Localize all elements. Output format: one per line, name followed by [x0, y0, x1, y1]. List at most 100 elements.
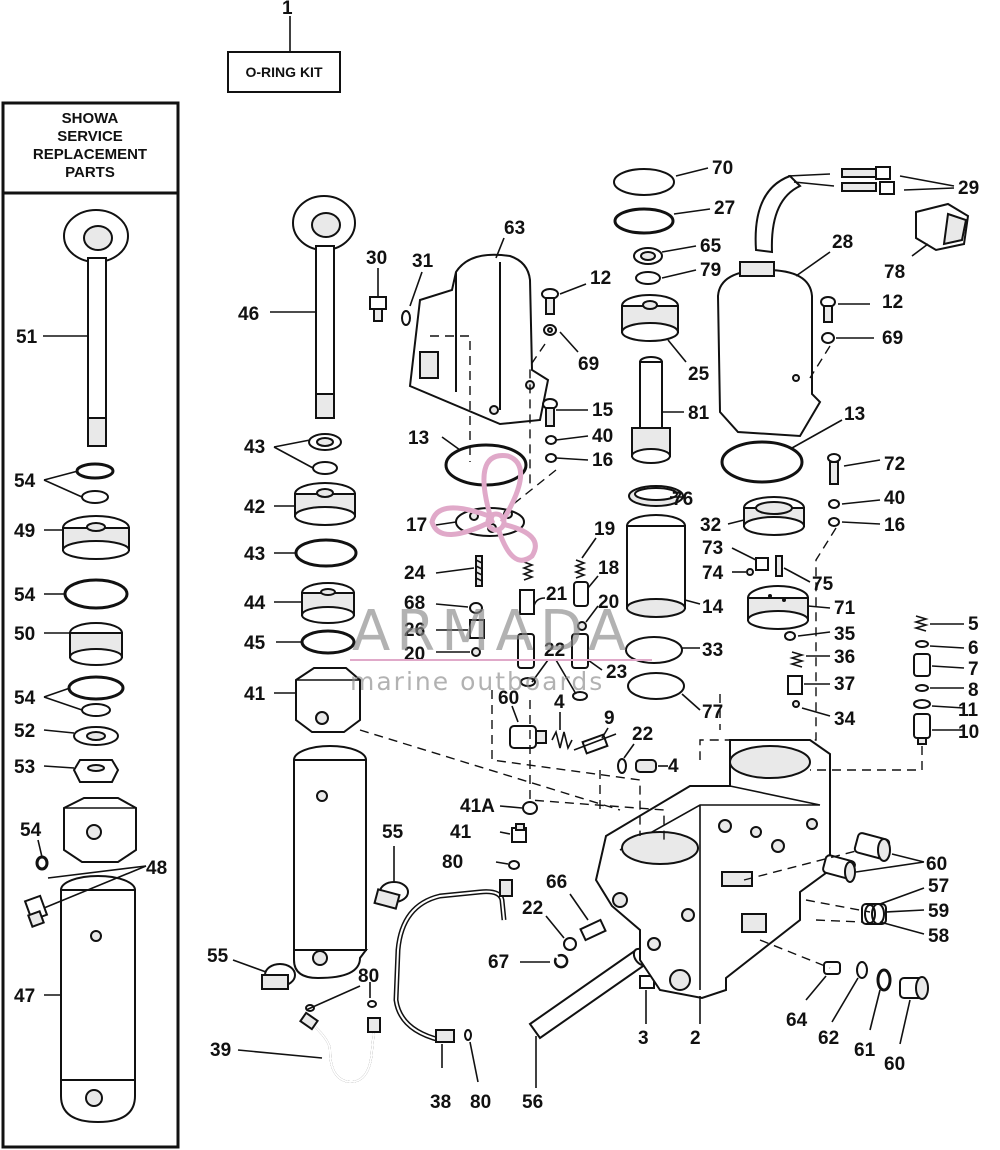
- part-41a-ring: [522, 801, 538, 815]
- callout-29: 29: [958, 178, 979, 199]
- part-9-valve: [573, 733, 617, 755]
- callout-54-d: 54: [20, 820, 42, 841]
- part-52-washer: [73, 726, 119, 746]
- part-54-ring: [75, 462, 115, 480]
- callout-64: 64: [786, 1010, 808, 1031]
- sidebar-title-line-3: REPLACEMENT: [33, 146, 147, 163]
- callout-33: 33: [702, 640, 723, 661]
- part-55-bushing-b: [261, 963, 296, 990]
- callout-32: 32: [700, 515, 721, 536]
- callout-80-c: 80: [442, 852, 463, 873]
- callout-44: 44: [244, 593, 266, 614]
- part-6-o-ring: [915, 640, 929, 648]
- callout-4-b: 4: [668, 756, 679, 777]
- part-73-cap: [755, 557, 769, 571]
- part-57-59-58-valve: [861, 903, 887, 925]
- part-31-o-ring: [401, 310, 411, 326]
- callout-1: 1: [282, 0, 293, 19]
- callout-43-a: 43: [244, 437, 265, 458]
- callout-19: 19: [594, 519, 615, 540]
- watermark-brand: ARMADA: [352, 599, 632, 664]
- callout-16-b: 16: [884, 515, 905, 536]
- part-36-spring: [789, 651, 805, 668]
- part-80-ring-a: [305, 1004, 315, 1012]
- part-60-plug-b: [853, 832, 891, 862]
- callout-48: 48: [146, 858, 167, 879]
- part-4-spring-b: [635, 759, 657, 773]
- part-16-washer-a: [545, 453, 557, 463]
- part-22-o-ring-b: [617, 758, 627, 774]
- part-65-seal: [633, 247, 663, 265]
- callout-41a: 41A: [460, 796, 495, 817]
- callout-47: 47: [14, 986, 35, 1007]
- callout-69-a: 69: [578, 354, 599, 375]
- callout-60-a: 60: [498, 688, 519, 709]
- callout-22-a: 22: [544, 640, 565, 661]
- part-19-spring: [573, 559, 587, 579]
- sidebar-title-line-4: PARTS: [65, 164, 115, 181]
- callout-57: 57: [928, 876, 949, 897]
- part-12-screw-a: [541, 288, 559, 315]
- part-22-o-ring-c: [563, 937, 577, 951]
- callout-41: 41: [244, 684, 266, 705]
- callout-66: 66: [546, 872, 567, 893]
- part-39-fitting-a: [299, 1011, 319, 1031]
- part-29-leads: [841, 166, 895, 195]
- callout-25: 25: [688, 364, 710, 385]
- part-43-small-ring: [312, 461, 338, 475]
- callout-69-b: 69: [882, 328, 903, 349]
- part-16-washer-b: [828, 517, 840, 527]
- callout-26: 26: [404, 620, 425, 641]
- part-12-screw-b: [820, 296, 836, 323]
- part-15-screw: [542, 398, 558, 427]
- lower-left-parts: 55 55 80 39 38 80: [207, 822, 513, 1113]
- part-44-piston: [301, 582, 355, 624]
- part-30-screw: [369, 296, 387, 322]
- part-74-ball: [746, 568, 754, 576]
- part-45-o-ring: [300, 629, 356, 655]
- callout-58: 58: [928, 926, 949, 947]
- callout-9: 9: [604, 708, 615, 729]
- part-20-ball-b: [577, 621, 587, 631]
- callout-46: 46: [238, 304, 259, 325]
- sidebar-title-line-2: SERVICE: [57, 128, 123, 145]
- part-55-bushing-a: [373, 881, 409, 910]
- part-27-o-ring: [613, 207, 675, 235]
- callout-12-b: 12: [882, 292, 903, 313]
- callout-61: 61: [854, 1040, 876, 1061]
- part-48-cylinder-end: [63, 797, 137, 863]
- part-75-screw: [775, 555, 783, 577]
- callout-40-b: 40: [884, 488, 905, 509]
- part-60-plug-d: [899, 976, 929, 1000]
- part-54-ring-d: [81, 703, 111, 717]
- callout-60-b: 60: [926, 854, 947, 875]
- sidebar-title-line-1: SHOWA: [62, 110, 119, 127]
- callout-14: 14: [702, 597, 724, 618]
- callout-73: 73: [702, 538, 723, 559]
- part-56-shaft: [528, 947, 650, 1040]
- part-38-fitting-a: [435, 1029, 455, 1043]
- part-34-ball: [792, 700, 800, 708]
- callout-49: 49: [14, 521, 35, 542]
- propeller-logo-icon: [429, 453, 538, 563]
- callout-72: 72: [884, 454, 905, 475]
- callout-10: 10: [958, 722, 979, 743]
- callout-7: 7: [968, 659, 979, 680]
- part-80-ring-b: [367, 1000, 377, 1008]
- part-62-o-ring: [856, 961, 868, 979]
- part-69-washer-b: [821, 332, 835, 344]
- part-60-plug-c: [822, 854, 856, 883]
- callout-80-a: 80: [358, 966, 379, 987]
- callout-63: 63: [504, 218, 525, 239]
- part-51-piston-rod: [63, 209, 129, 447]
- callout-79: 79: [700, 260, 721, 281]
- callout-65: 65: [700, 236, 722, 257]
- callout-71: 71: [834, 598, 856, 619]
- part-54-small-ring: [35, 855, 49, 871]
- callout-52: 52: [14, 721, 35, 742]
- part-40-washer-b: [828, 499, 840, 509]
- callout-67: 67: [488, 952, 509, 973]
- part-50-piston: [69, 622, 123, 666]
- callout-55-b: 55: [207, 946, 229, 967]
- callout-5: 5: [968, 614, 979, 635]
